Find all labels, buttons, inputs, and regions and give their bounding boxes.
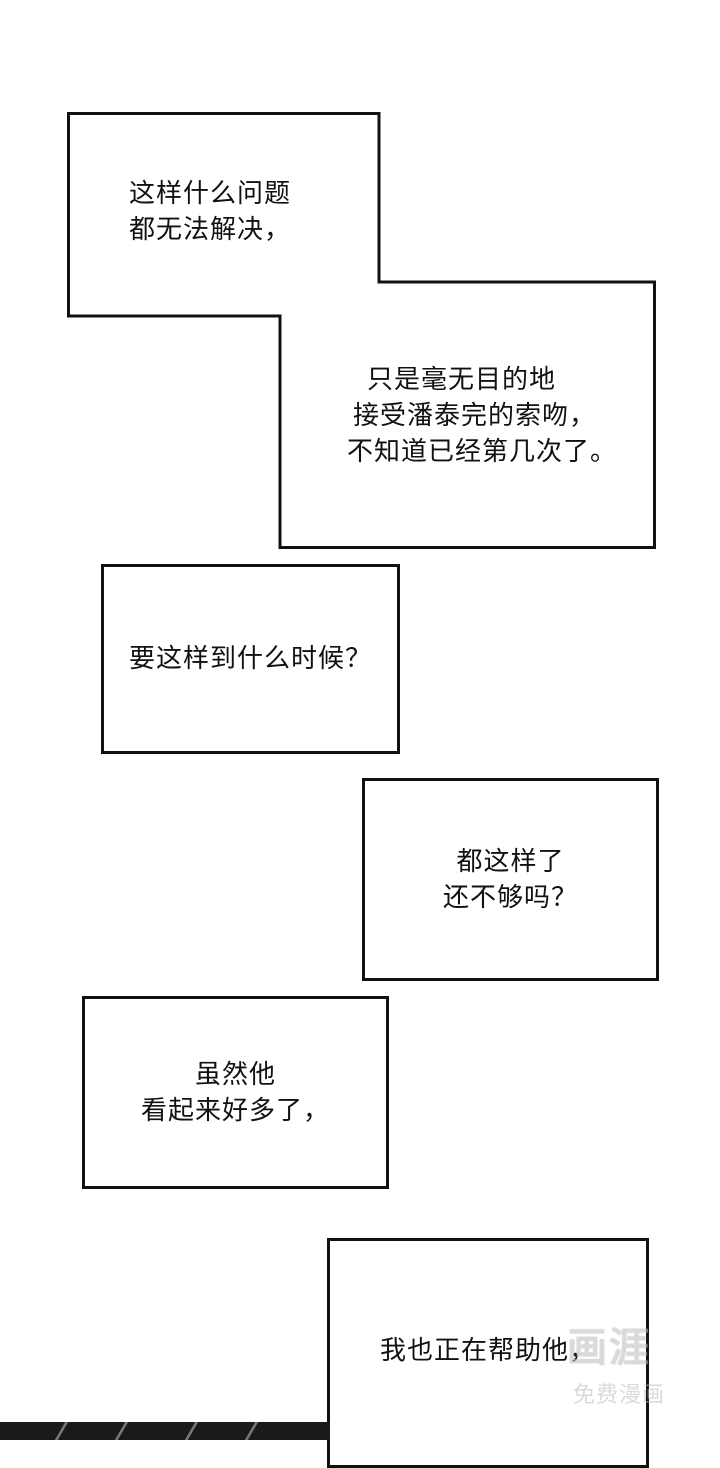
caption-line: 这样什么问题: [129, 179, 292, 209]
caption-line: 接受潘泰完的索吻，: [353, 401, 597, 431]
caption-line: 看起来好多了，: [140, 1095, 330, 1126]
strip-detail: [184, 1422, 199, 1440]
caption-6-text: 我也正在帮助他，: [380, 1333, 596, 1369]
caption-line: 不知道已经第几次了。: [347, 437, 618, 467]
caption-box-4: 都这样了 还不够吗？: [362, 778, 659, 981]
watermark-logo: 画涯: [567, 1325, 651, 1371]
caption-line: 虽然他: [194, 1059, 276, 1090]
caption-line: 都这样了: [456, 846, 565, 877]
watermark: 画涯 免费漫画: [565, 1320, 695, 1420]
caption-1-text: 这样什么问题 都无法解决，: [129, 176, 291, 248]
strip-detail: [54, 1422, 69, 1440]
strip-detail: [114, 1422, 129, 1440]
caption-line: 都无法解决，: [129, 215, 292, 245]
caption-box-5: 虽然他 看起来好多了，: [82, 996, 389, 1189]
caption-5-text: 虽然他 看起来好多了，: [141, 1057, 330, 1129]
watermark-subtitle: 免费漫画: [573, 1383, 666, 1408]
caption-line: 还不够吗？: [442, 882, 578, 913]
caption-box-6: 我也正在帮助他，: [327, 1238, 649, 1468]
artwork-strip: [0, 1422, 330, 1440]
strip-detail: [244, 1422, 259, 1440]
caption-line: 我也正在帮助他，: [379, 1336, 596, 1366]
caption-line: 只是毫无目的地: [367, 365, 557, 395]
stepped-panel-outline: [67, 112, 656, 549]
caption-3-text: 要这样到什么时候？: [129, 641, 372, 677]
caption-box-3: 要这样到什么时候？: [101, 564, 400, 754]
caption-line: 要这样到什么时候？: [128, 644, 372, 674]
caption-4-text: 都这样了 还不够吗？: [443, 844, 578, 916]
caption-2-text: 只是毫无目的地 接受潘泰完的索吻， 不知道已经第几次了。: [347, 362, 617, 470]
stepped-caption-panel: 这样什么问题 都无法解决， 只是毫无目的地 接受潘泰完的索吻， 不知道已经第几次…: [67, 112, 656, 549]
